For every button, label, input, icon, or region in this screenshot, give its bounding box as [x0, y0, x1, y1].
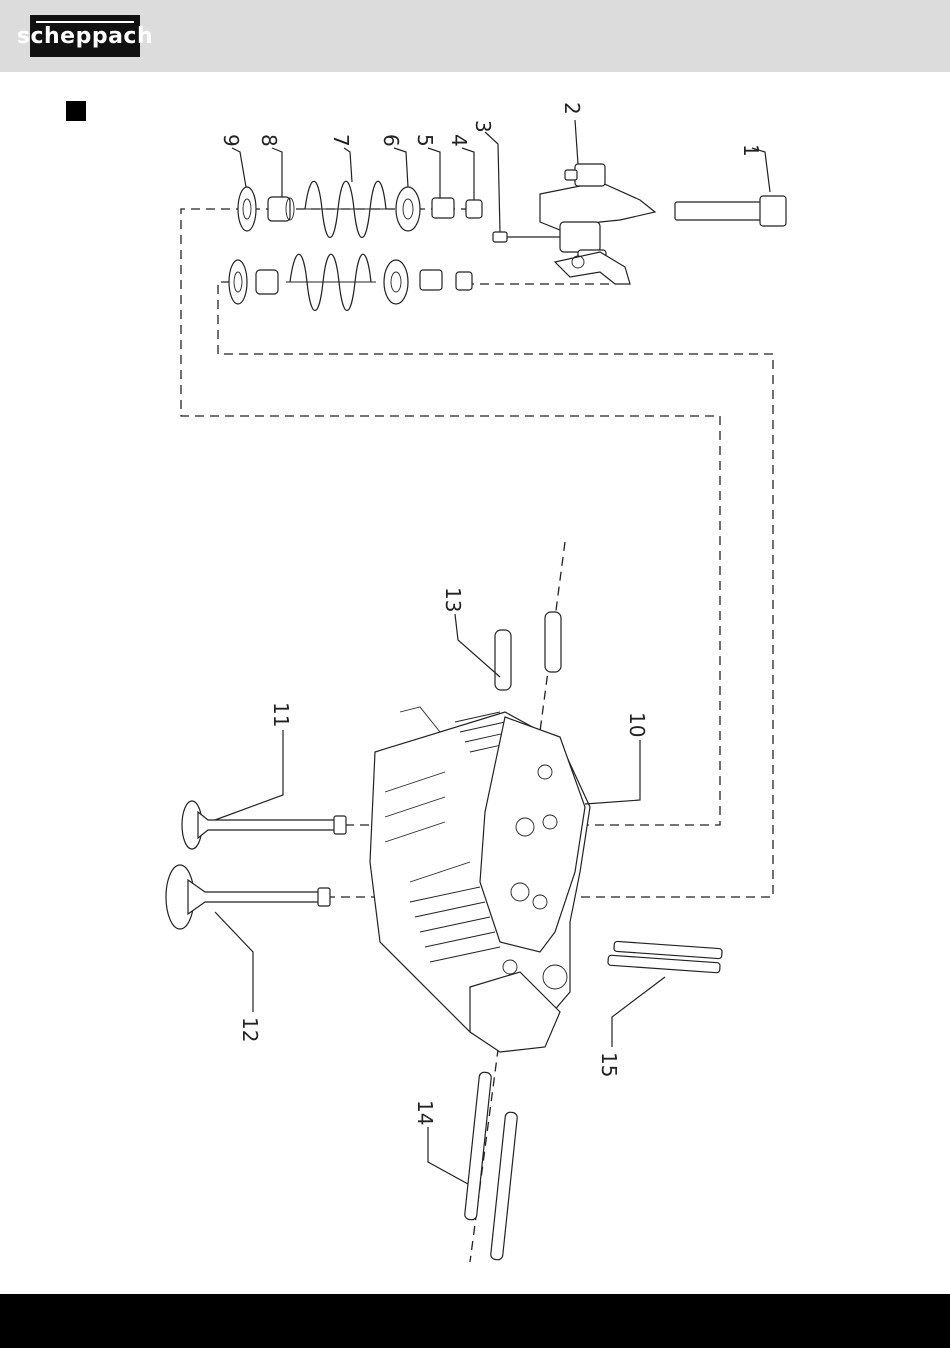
label-2: 2: [560, 102, 584, 115]
part-3-pin: [493, 232, 560, 242]
label-7: 7: [329, 134, 353, 147]
leader-3: [485, 132, 500, 232]
label-9: 9: [219, 134, 243, 147]
part-6-retainer-2: [384, 260, 408, 304]
part-9-washer-2: [229, 260, 247, 304]
part-1-bolt: [675, 196, 786, 226]
leader-7: [344, 148, 352, 182]
label-8: 8: [257, 134, 281, 147]
leader-15: [612, 977, 665, 1047]
logo-text: scheppach: [17, 24, 153, 49]
label-14: 14: [413, 1100, 437, 1125]
label-1: 1: [739, 144, 763, 157]
label-15: 15: [597, 1052, 621, 1077]
label-6: 6: [379, 134, 403, 147]
label-10: 10: [625, 712, 649, 737]
part-8-seal: [268, 197, 294, 221]
leader-13: [455, 614, 500, 677]
leader-8: [272, 148, 282, 197]
leader-9: [232, 148, 246, 187]
part-7-spring-2: [286, 254, 376, 310]
exploded-view-diagram: 1 2 3 4 5 6 7 8 9 10 11 12 13 14 15: [0, 72, 950, 1294]
part-9-washer: [238, 187, 256, 231]
part-10-cylinder-head: [370, 707, 590, 1052]
label-11: 11: [269, 702, 293, 727]
part-4-cap-2: [456, 272, 472, 290]
part-6-retainer: [396, 187, 420, 231]
part-5-keeper-2: [420, 270, 442, 290]
label-4: 4: [447, 134, 471, 147]
part-8-seal-2: [256, 270, 278, 294]
scheppach-logo: scheppach: [30, 15, 140, 57]
leader-10: [585, 740, 640, 804]
leader-14: [428, 1127, 468, 1184]
leader-5: [428, 148, 440, 198]
leader-2: [575, 120, 578, 164]
header-bar: scheppach: [0, 0, 950, 72]
part-11-valve: [182, 801, 346, 849]
label-5: 5: [413, 134, 437, 147]
part-12-valve: [166, 865, 330, 929]
part-15-rods: [608, 941, 722, 973]
leader-12: [215, 912, 253, 1012]
part-7-spring: [300, 181, 390, 237]
leader-11: [215, 730, 283, 820]
footer-bar: [0, 1294, 950, 1348]
label-3: 3: [471, 120, 495, 133]
part-13-dowels: [495, 612, 561, 690]
label-12: 12: [238, 1017, 262, 1042]
leader-4: [462, 148, 474, 200]
leader-6: [394, 148, 408, 187]
part-4-cap: [466, 200, 482, 218]
label-13: 13: [441, 587, 465, 612]
part-2-rocker-assembly: [540, 164, 655, 284]
part-5-keeper: [432, 198, 454, 218]
